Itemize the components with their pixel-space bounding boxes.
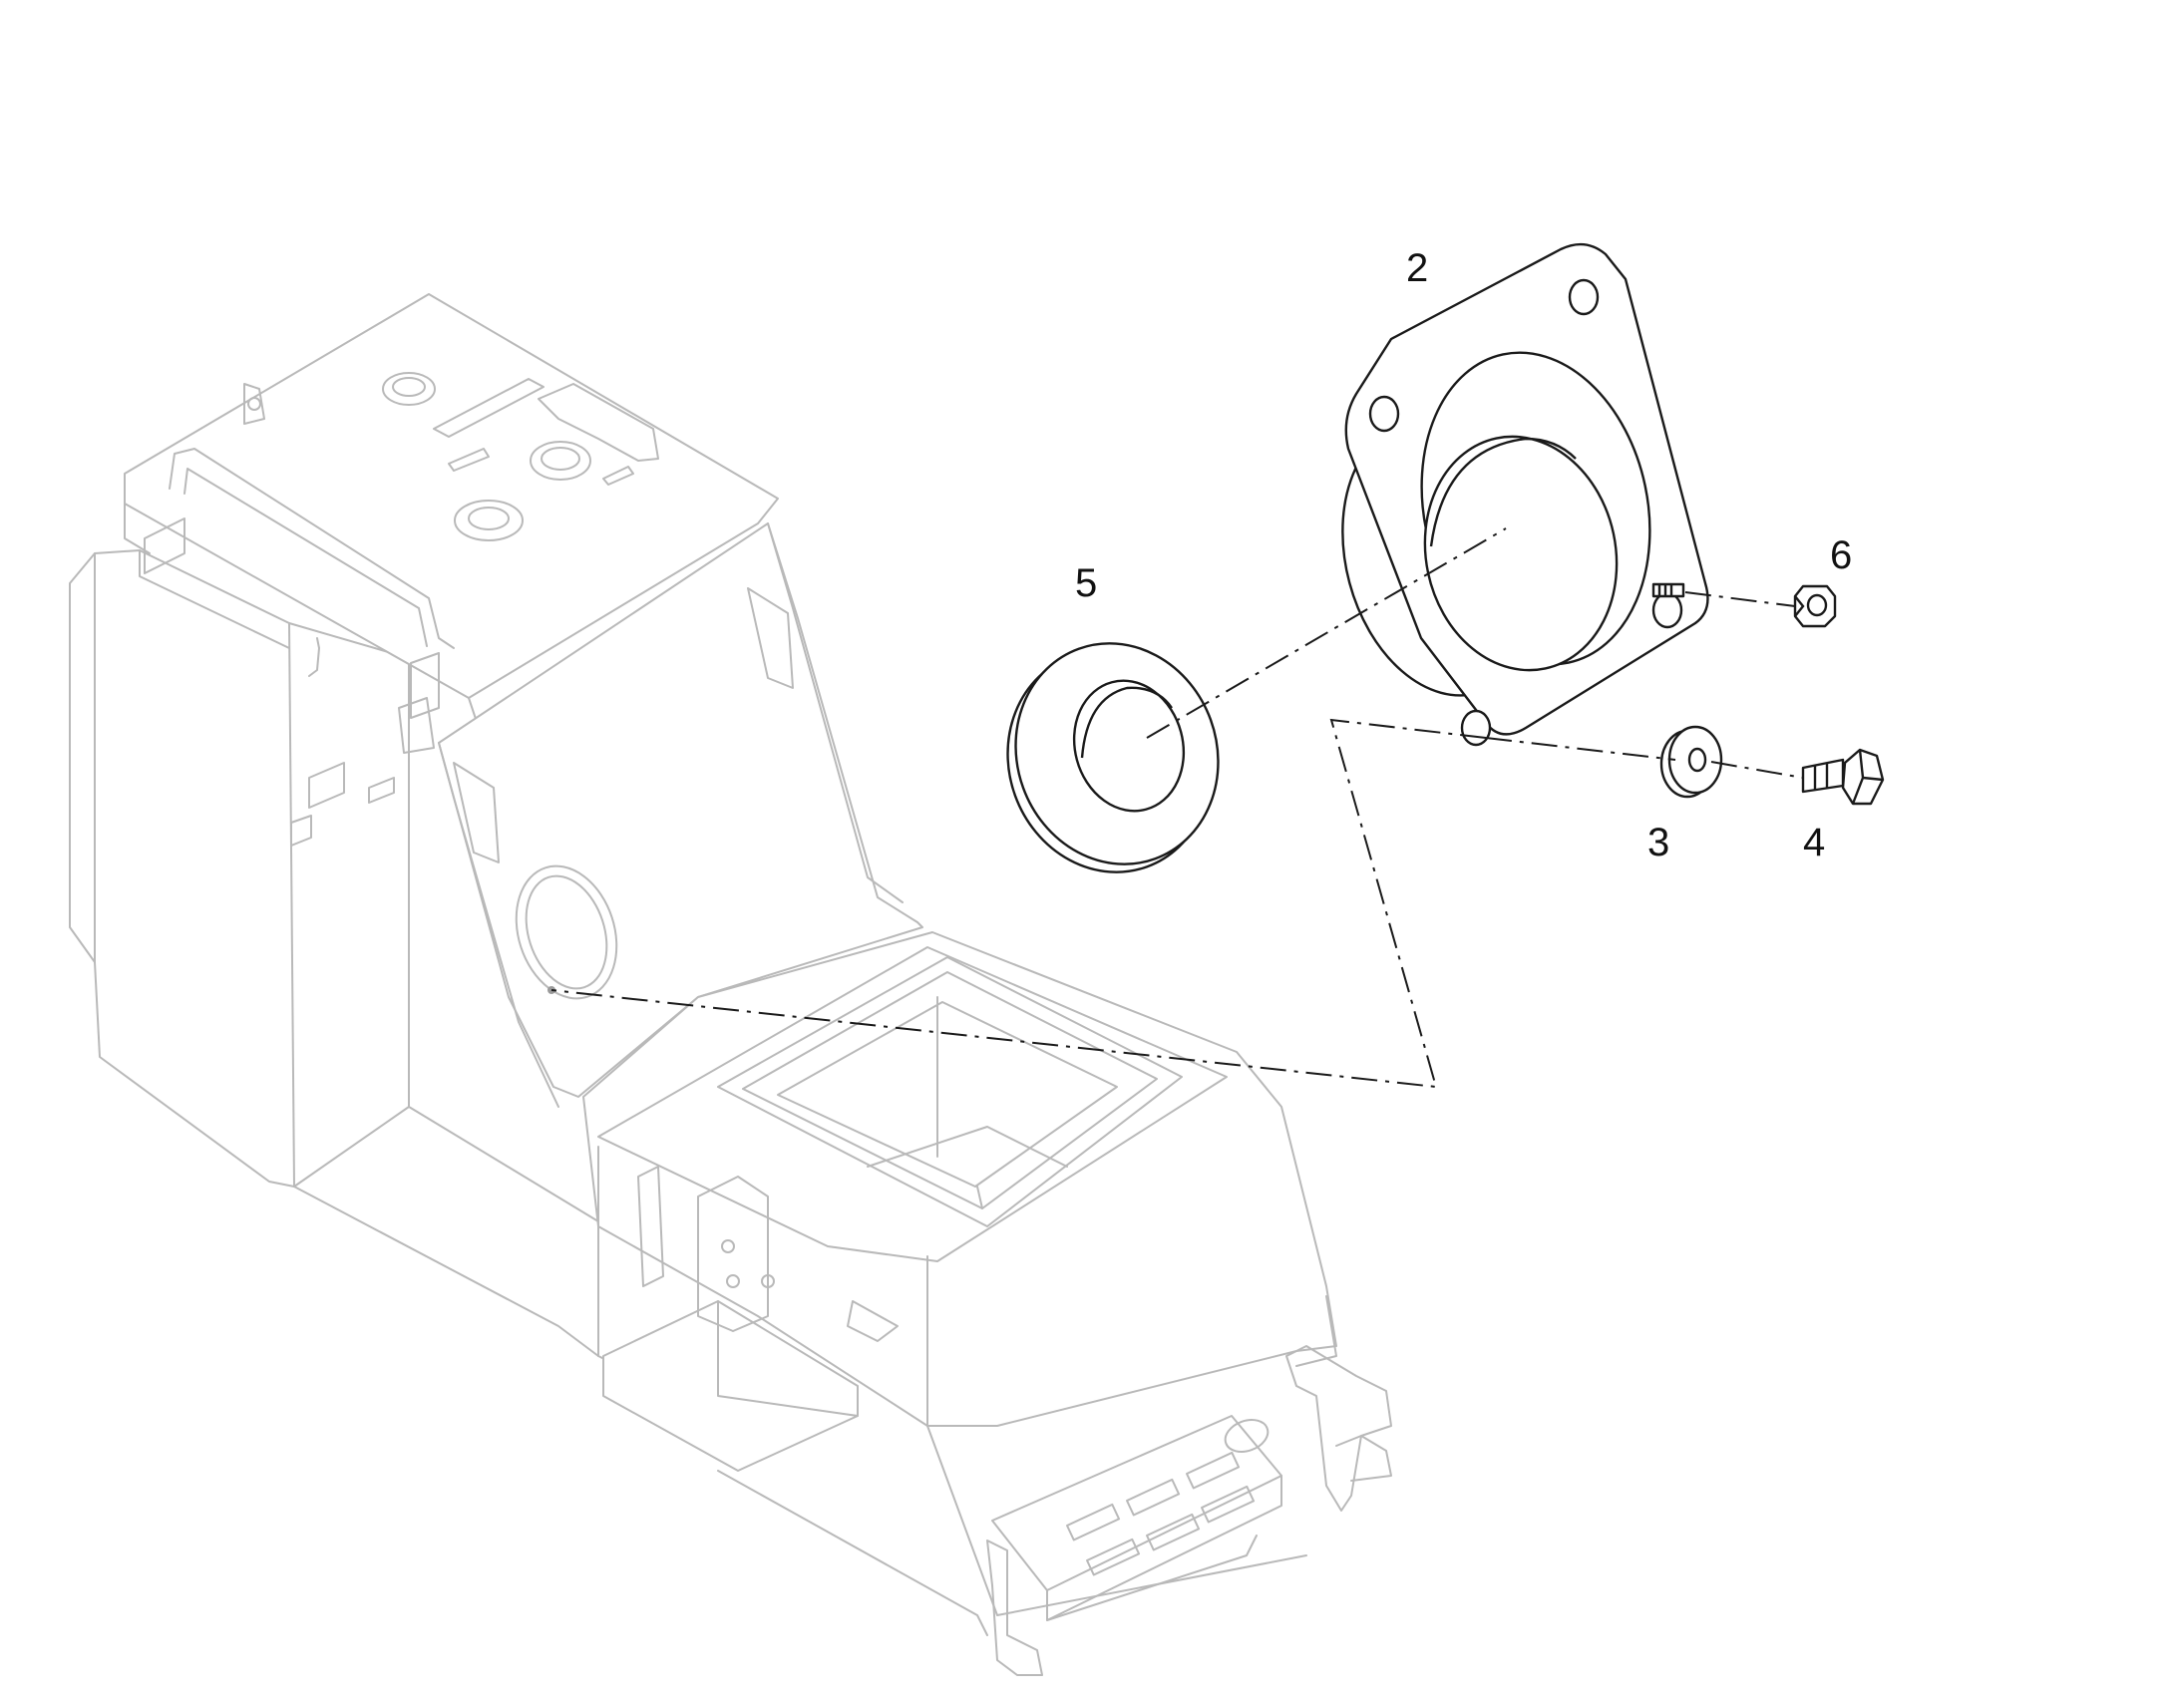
callout-4: 4 [1803, 821, 1825, 864]
part-4-hex-bolt [1801, 748, 1885, 806]
flange-hole-bl [1460, 709, 1492, 747]
flange-hole-tr [1568, 278, 1600, 316]
console-housing [69, 293, 1392, 1676]
flange-stud [1651, 582, 1685, 598]
top-handle [169, 448, 455, 649]
flange-hole-tl [1368, 395, 1400, 433]
housing-opening-flange [717, 956, 1183, 1227]
callout-5: 5 [1075, 561, 1097, 605]
leader-hole-to-washer [1485, 737, 1676, 761]
part-5-seal-ring [1006, 642, 1220, 873]
top-grommet-3 [454, 500, 524, 541]
bolt-shank [1801, 758, 1845, 794]
leader-lines [550, 527, 1804, 1089]
left-compartment-wall [288, 622, 410, 1188]
callout-6: 6 [1830, 533, 1852, 577]
callout-2: 2 [1406, 246, 1428, 290]
callouts: 2 5 6 3 4 [1075, 246, 1852, 864]
left-side-panel [69, 549, 295, 1188]
part-2-flanged-grommet [1341, 242, 1709, 747]
callout-3: 3 [1647, 821, 1669, 864]
top-latch [538, 383, 659, 462]
leader-5-to-2 [1146, 527, 1507, 739]
part-6-nut [1793, 584, 1837, 628]
leader-stud-to-nut [1684, 591, 1796, 607]
washer-hole [1687, 747, 1707, 773]
leader-washer-to-bolt [1710, 761, 1804, 779]
nut-hole [1806, 593, 1828, 617]
flange-hole-br [1651, 591, 1683, 629]
front-step [991, 1415, 1282, 1591]
part-3-washer [1659, 725, 1723, 799]
leader-to-housing-port [550, 718, 1487, 1089]
seal-ring-inner [1072, 679, 1186, 813]
